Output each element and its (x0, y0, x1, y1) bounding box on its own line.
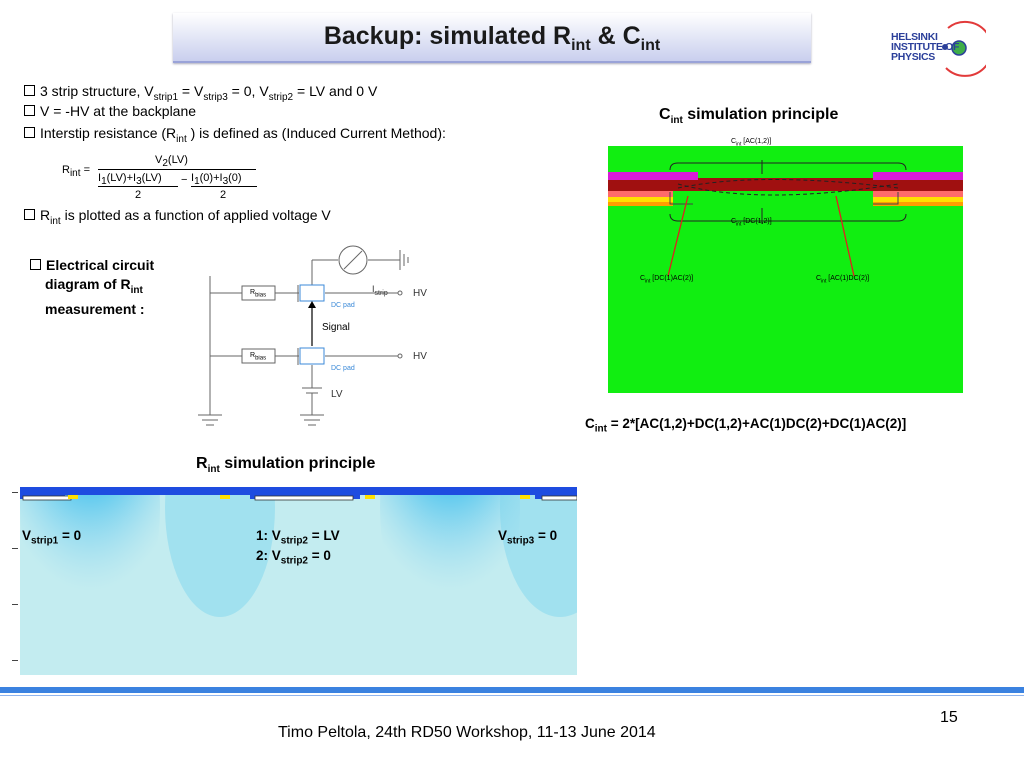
circuit-caption-line-2: diagram of Rint (45, 276, 143, 296)
signal-label: Signal (322, 322, 350, 333)
rbias-label-1: Rbias (250, 289, 267, 299)
vstrip2-lv-label: 1: Vstrip2 = LV (256, 528, 340, 547)
cint-dc1ac2-label: Cint [DC(1)AC(2)] (640, 275, 694, 285)
logo-line-3: PHYSICS (891, 51, 935, 63)
cint-ac12-label: Cint [AC(1,2)] (731, 138, 772, 148)
page-number: 15 (940, 709, 958, 726)
cint-formula: Cint = 2*[AC(1,2)+DC(1,2)+AC(1)DC(2)+DC(… (585, 416, 907, 435)
institute-logo: HELSINKI INSTITUTE OF PHYSICS (886, 18, 986, 78)
footer-line (0, 695, 1024, 696)
hv-label-2: HV (413, 351, 427, 362)
bullet-interstrip-resistance: Interstip resistance (Rint ) is defined … (24, 125, 446, 148)
formula-denominator-1: 2 (135, 189, 142, 201)
cint-simulation-image (608, 146, 963, 393)
circuit-diagram (198, 245, 409, 426)
page-title: Backup: simulated Rint & Cint (323, 22, 661, 54)
bullet-strip-structure: 3 strip structure, Vstrip1 = Vstrip3 = 0… (24, 83, 377, 106)
istrip-label: Istrip (372, 284, 388, 297)
logo-line-2: INSTITUTE OF (891, 41, 960, 53)
title-bar: Backup: simulated Rint & Cint (173, 13, 811, 63)
vstrip3-label: Vstrip3 = 0 (498, 528, 558, 547)
circuit-caption: Electrical circuit diagram of Rint measu… (30, 256, 154, 319)
vstrip2-zero-label: 2: Vstrip2 = 0 (256, 548, 331, 567)
bullet-backplane: V = -HV at the backplane (24, 103, 196, 120)
hv-label-1: HV (413, 288, 427, 299)
logo-line-1: HELSINKI (891, 31, 938, 43)
lv-label: LV (331, 389, 343, 400)
footer-text: Timo Peltola, 24th RD50 Workshop, 11-13 … (278, 724, 656, 741)
vstrip1-label: Vstrip1 = 0 (22, 528, 82, 547)
rint-title: Rint simulation principle (196, 455, 376, 476)
dc-pad-label-1: DC pad (331, 302, 355, 309)
rbias-label-2: Rbias (250, 352, 267, 362)
bullet-rint-plotted: Rint is plotted as a function of applied… (24, 207, 331, 230)
formula-minus: − (181, 174, 188, 186)
formula-lhs: Rint = (62, 164, 91, 180)
cint-ac1dc2-label: Cint [AC(1)DC(2)] (816, 275, 870, 285)
rint-simulation-image (20, 487, 577, 675)
footer-bar (0, 687, 1024, 693)
dc-pad-label-2: DC pad (331, 365, 355, 372)
cint-title: Cint simulation principle (659, 106, 839, 127)
formula-numerator: V2(LV) (155, 154, 188, 170)
circuit-caption-line-1: Electrical circuit (30, 256, 154, 275)
cint-dc12-label: Cint [DC(1,2)] (731, 218, 772, 228)
circuit-caption-line-3: measurement : (45, 300, 145, 317)
logo-graphic (942, 20, 986, 77)
rint-formula: Rint = V2(LV) I1(LV)+I3(LV) − I1(0)+I3(0… (62, 152, 262, 204)
formula-term-1: I1(LV)+I3(LV) (98, 172, 162, 188)
formula-denominator-2: 2 (220, 189, 227, 201)
formula-term-2: I1(0)+I3(0) (191, 172, 242, 188)
